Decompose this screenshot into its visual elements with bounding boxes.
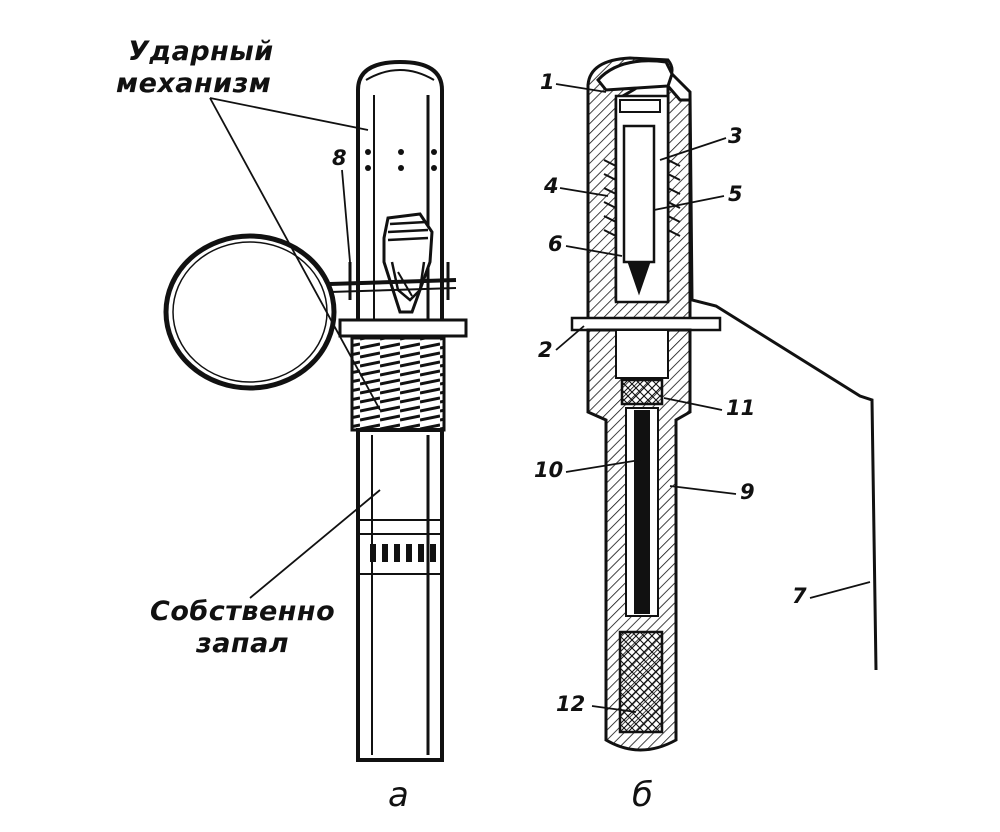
vent-holes — [365, 149, 437, 171]
label-part-10: 10 — [534, 458, 564, 482]
label-part-3: 3 — [728, 124, 743, 148]
label-part-7: 7 — [792, 584, 807, 608]
fuse-collar — [338, 318, 468, 338]
pull-ring — [163, 233, 337, 391]
label-part-6: 6 — [548, 232, 563, 256]
detonator-12 — [618, 630, 664, 734]
label-fuse-line1: Собственно — [150, 596, 336, 627]
figure-b-section-view — [555, 56, 878, 752]
threaded-section — [350, 336, 446, 432]
spring-3 — [603, 159, 681, 237]
striker-5 — [622, 124, 656, 264]
label-part-11: 11 — [726, 396, 756, 420]
cap-1 — [596, 59, 674, 92]
collar-2 — [570, 316, 722, 332]
label-part-12: 12 — [556, 692, 586, 716]
lever-7 — [670, 72, 878, 671]
label-fuse-line2: запал — [196, 628, 290, 659]
crimp-dents — [370, 544, 436, 562]
label-part-1: 1 — [540, 70, 555, 94]
label-strike-mechanism-line2: механизм — [116, 68, 272, 99]
label-strike-mechanism-line1: Ударный — [128, 36, 274, 67]
label-part-4: 4 — [544, 174, 559, 198]
figure-a-external-view — [163, 59, 468, 762]
label-part-5: 5 — [728, 182, 743, 206]
primer-11 — [620, 378, 664, 406]
caption-figure-b: б — [632, 775, 653, 815]
caption-figure-a: а — [388, 775, 409, 815]
label-part-2: 2 — [538, 338, 553, 362]
label-part-9: 9 — [740, 480, 755, 504]
label-ring-pin-8: 8 — [332, 146, 347, 170]
